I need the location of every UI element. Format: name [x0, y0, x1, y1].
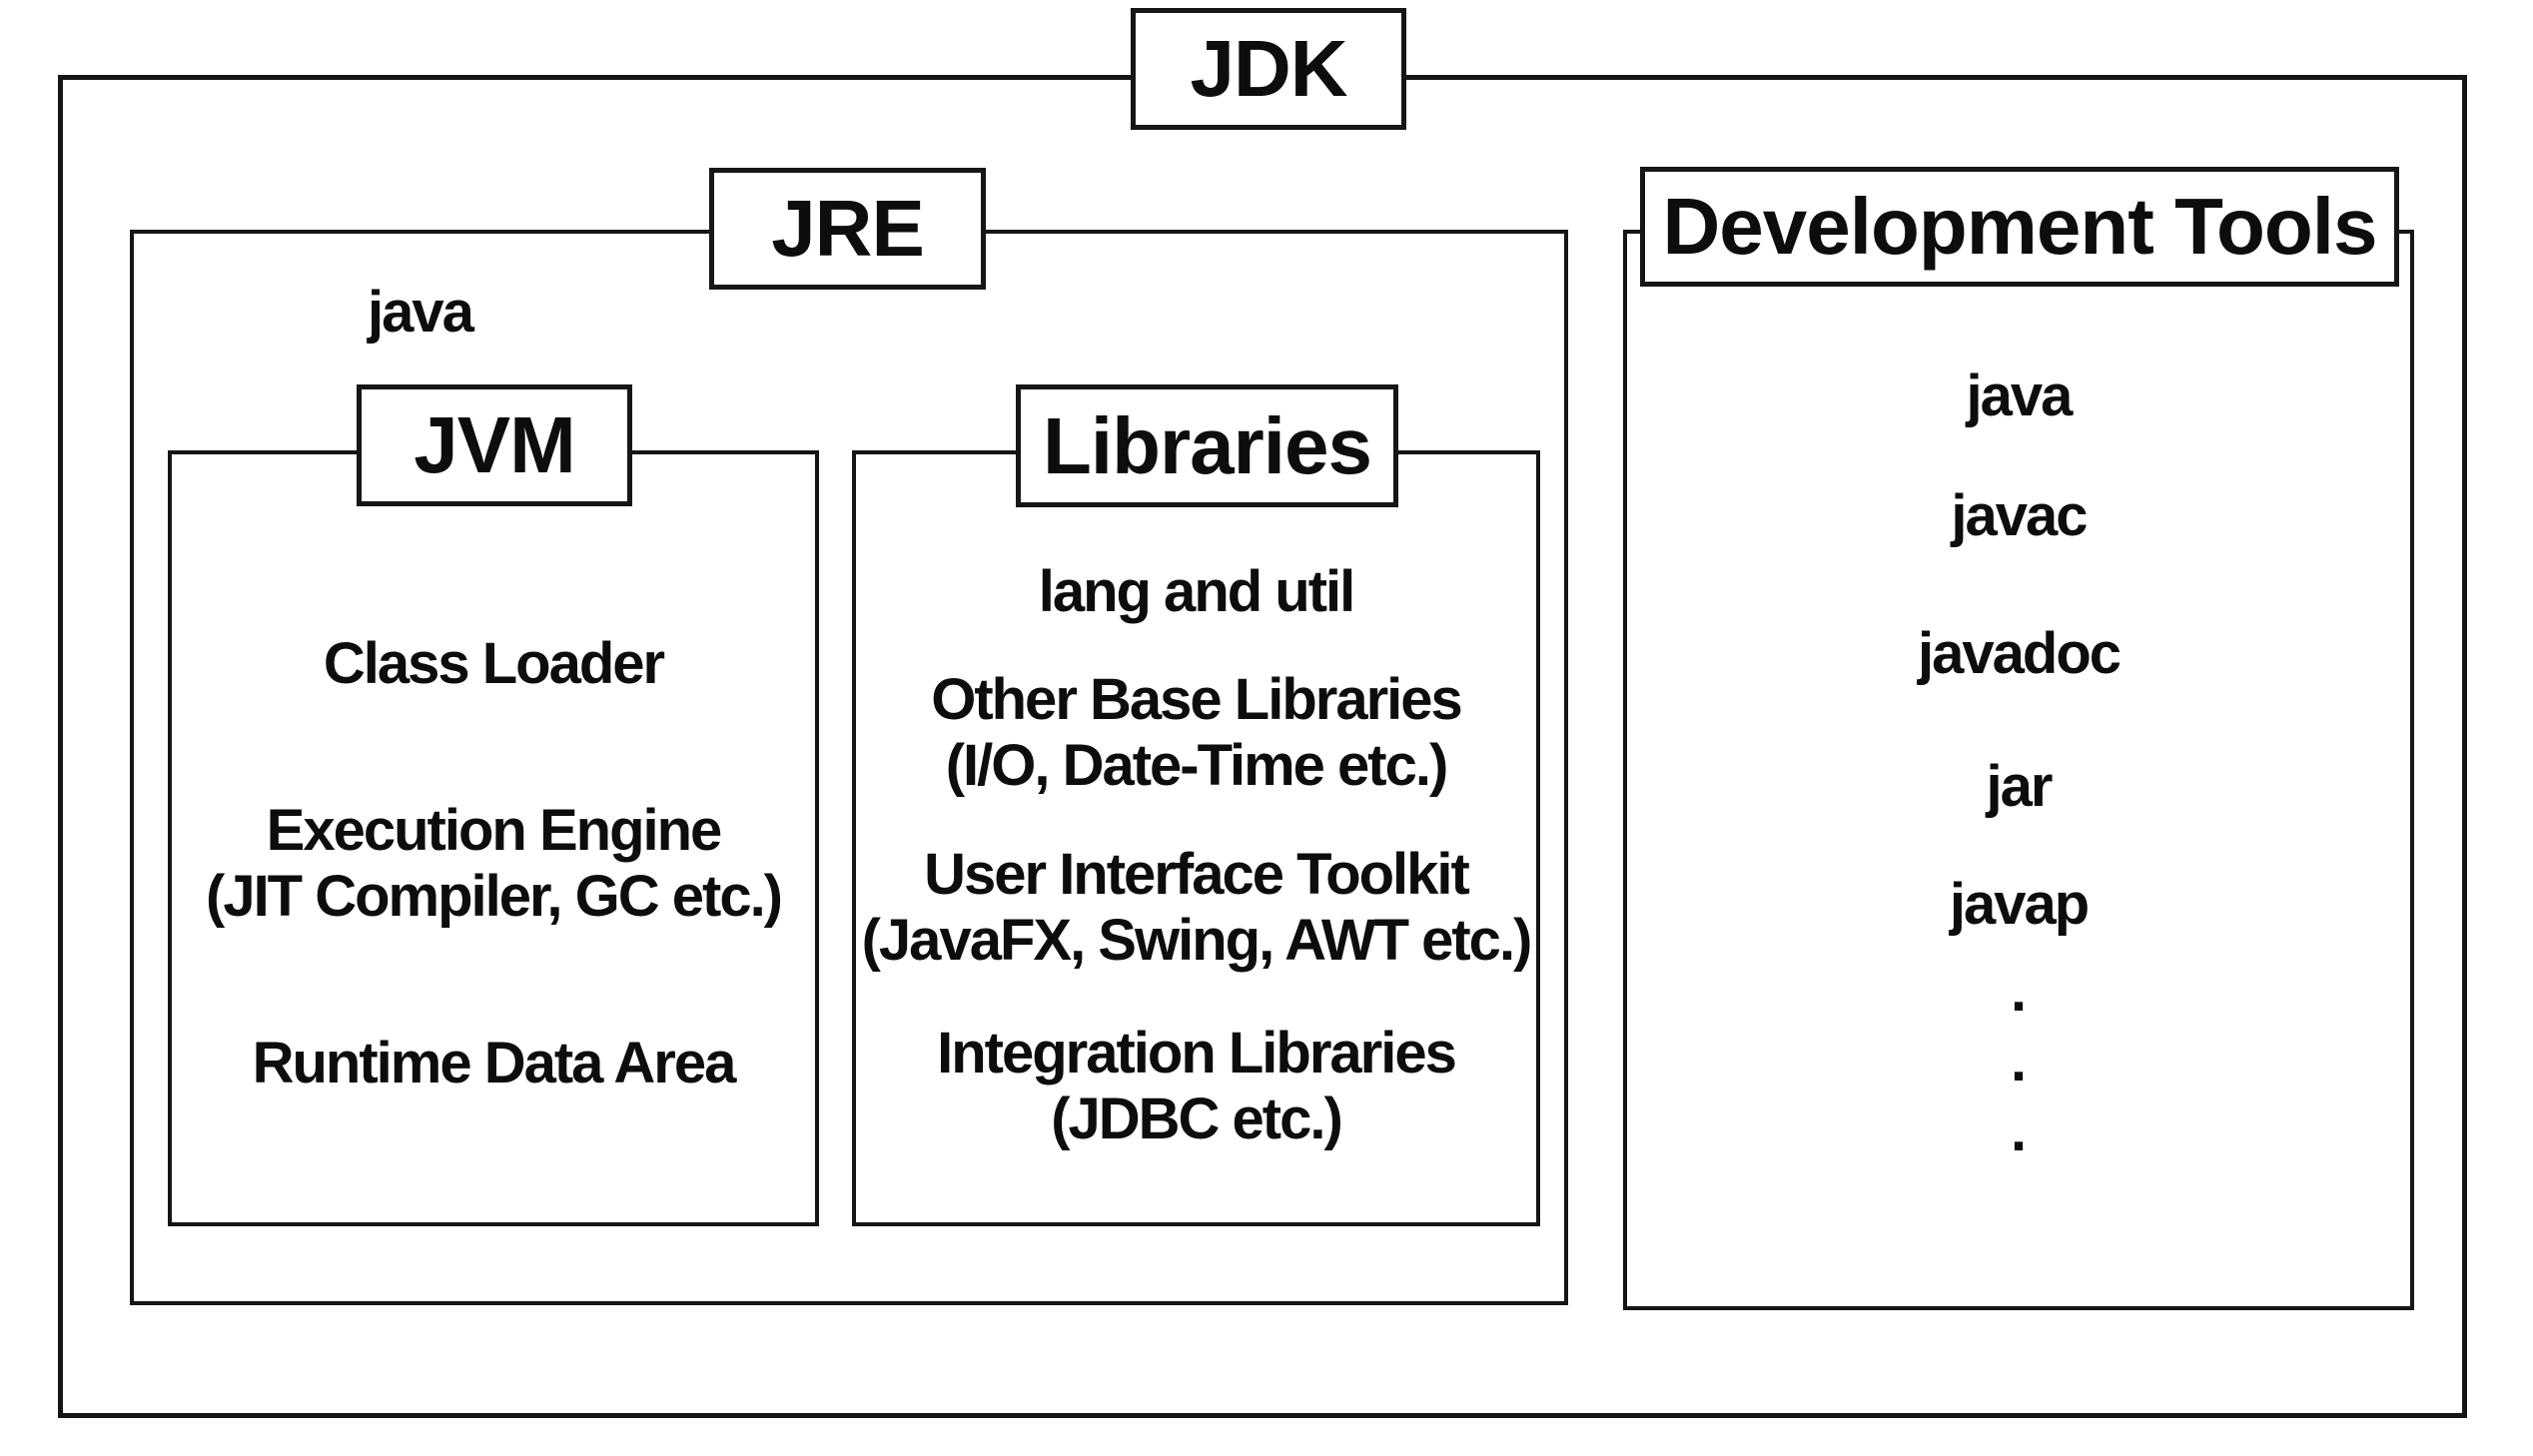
jvm-component-execution-engine: Execution Engine (JIT Compiler, GC etc.) [168, 798, 819, 930]
libraries-component-lang-util: lang and util [852, 559, 1540, 625]
component-line: Class Loader [323, 631, 665, 696]
libraries-title-label: Libraries [1043, 400, 1372, 490]
dev-tool-jar: jar [1623, 754, 2414, 820]
tool-name: javap [1949, 872, 2090, 937]
jre-title-box: JRE [709, 168, 986, 290]
jre-java-launcher-label: java [368, 280, 474, 346]
tool-name: java [1966, 364, 2074, 428]
component-line: Integration Libraries [937, 1021, 1457, 1086]
dev-tool-javac: javac [1623, 483, 2414, 549]
jvm-component-runtime-data-area: Runtime Data Area [168, 1031, 819, 1096]
ellipsis-dot-3: . [2010, 1098, 2028, 1163]
jvm-component-class-loader: Class Loader [168, 631, 819, 697]
component-line: Execution Engine [266, 798, 723, 863]
dev-tool-javadoc: javadoc [1623, 621, 2414, 687]
development-tools-title-box: Development Tools [1640, 167, 2399, 287]
component-line: (I/O, Date-Time etc.) [945, 733, 1449, 798]
dev-tool-javap: javap [1623, 872, 2414, 938]
diagram-label: java [368, 280, 474, 345]
jdk-title-box: JDK [1131, 8, 1406, 130]
component-line: (JIT Compiler, GC etc.) [206, 864, 783, 929]
ellipsis-dot-1: . [2010, 959, 2028, 1024]
jvm-title-label: JVM [414, 400, 575, 489]
libraries-title-box: Libraries [1016, 384, 1398, 507]
tool-name: jar [1986, 754, 2054, 819]
jre-title-label: JRE [771, 184, 925, 273]
tool-name: javac [1951, 483, 2088, 548]
ellipsis-dot-2: . [2010, 1029, 2028, 1093]
component-line: (JavaFX, Swing, AWT etc.) [861, 908, 1533, 973]
dev-tool-java: java [1623, 364, 2414, 429]
libraries-component-ui-toolkit: User Interface Toolkit (JavaFX, Swing, A… [852, 842, 1540, 974]
component-line: Other Base Libraries [931, 667, 1463, 732]
development-tools-title-label: Development Tools [1662, 182, 2378, 271]
component-line: lang and util [1038, 559, 1356, 624]
jvm-title-box: JVM [357, 384, 632, 506]
component-line: User Interface Toolkit [924, 842, 1470, 907]
component-line: Runtime Data Area [252, 1031, 737, 1095]
libraries-component-integration: Integration Libraries (JDBC etc.) [852, 1021, 1540, 1152]
jdk-title-label: JDK [1190, 24, 1347, 113]
tool-name: javadoc [1918, 621, 2121, 686]
libraries-component-other-base: Other Base Libraries (I/O, Date-Time etc… [852, 667, 1540, 799]
component-line: (JDBC etc.) [1051, 1087, 1343, 1151]
